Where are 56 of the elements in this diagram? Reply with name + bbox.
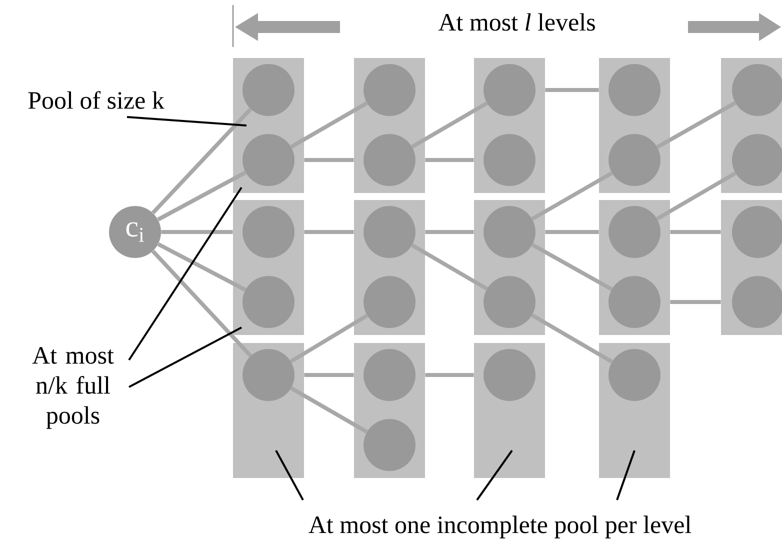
connector-line (157, 242, 246, 292)
element-circle (364, 349, 416, 401)
element-circle (364, 64, 416, 116)
connector-line (290, 386, 368, 434)
connector-line (531, 243, 613, 291)
connector-line (304, 373, 354, 377)
leader-line (126, 116, 247, 126)
element-circle (242, 276, 294, 328)
callout-text: Pool of size k (28, 91, 164, 109)
connector-line (161, 230, 233, 234)
connector-line (656, 171, 736, 221)
leader-line (275, 450, 304, 500)
element-circle (242, 134, 294, 186)
callout-text: At most n/k full pools (32, 347, 114, 429)
element-circle (608, 206, 660, 258)
element-circle (242, 64, 294, 116)
connector-line (425, 158, 474, 162)
connector-line (531, 171, 613, 221)
element-circle (608, 349, 660, 401)
connector-line (411, 101, 488, 149)
connector-line (670, 230, 721, 234)
leader-line (128, 186, 242, 361)
connector-line (152, 108, 252, 214)
connector-line (151, 250, 252, 358)
connector-line (425, 373, 474, 377)
connector-line (157, 170, 246, 222)
leader-line (476, 450, 513, 501)
element-circle (364, 134, 416, 186)
element-circle (242, 349, 294, 401)
connector-line (425, 230, 474, 234)
element-circle (484, 64, 536, 116)
connector-line (290, 101, 368, 149)
connector-line (545, 88, 599, 92)
element-circle (484, 276, 536, 328)
element-circle (484, 206, 536, 258)
element-circle (608, 134, 660, 186)
element-circle (242, 206, 294, 258)
dimension-label: At most l levels (432, 10, 602, 34)
connector-line (545, 230, 599, 234)
element-circle (484, 134, 536, 186)
connector-line (411, 243, 488, 291)
connector-line (531, 313, 613, 364)
element-circle (364, 276, 416, 328)
element-circle (484, 349, 536, 401)
element-circle (608, 276, 660, 328)
connector-line (304, 158, 354, 162)
leader-line (616, 450, 636, 500)
connector-line (290, 314, 368, 364)
connector-line (670, 300, 721, 304)
leader-line (128, 326, 242, 388)
callout-text: At most one incomplete pool per level (308, 516, 692, 538)
connector-line (304, 230, 354, 234)
connector-line (656, 101, 736, 149)
element-circle (364, 206, 416, 258)
element-circle (364, 419, 416, 471)
element-circle (608, 64, 660, 116)
